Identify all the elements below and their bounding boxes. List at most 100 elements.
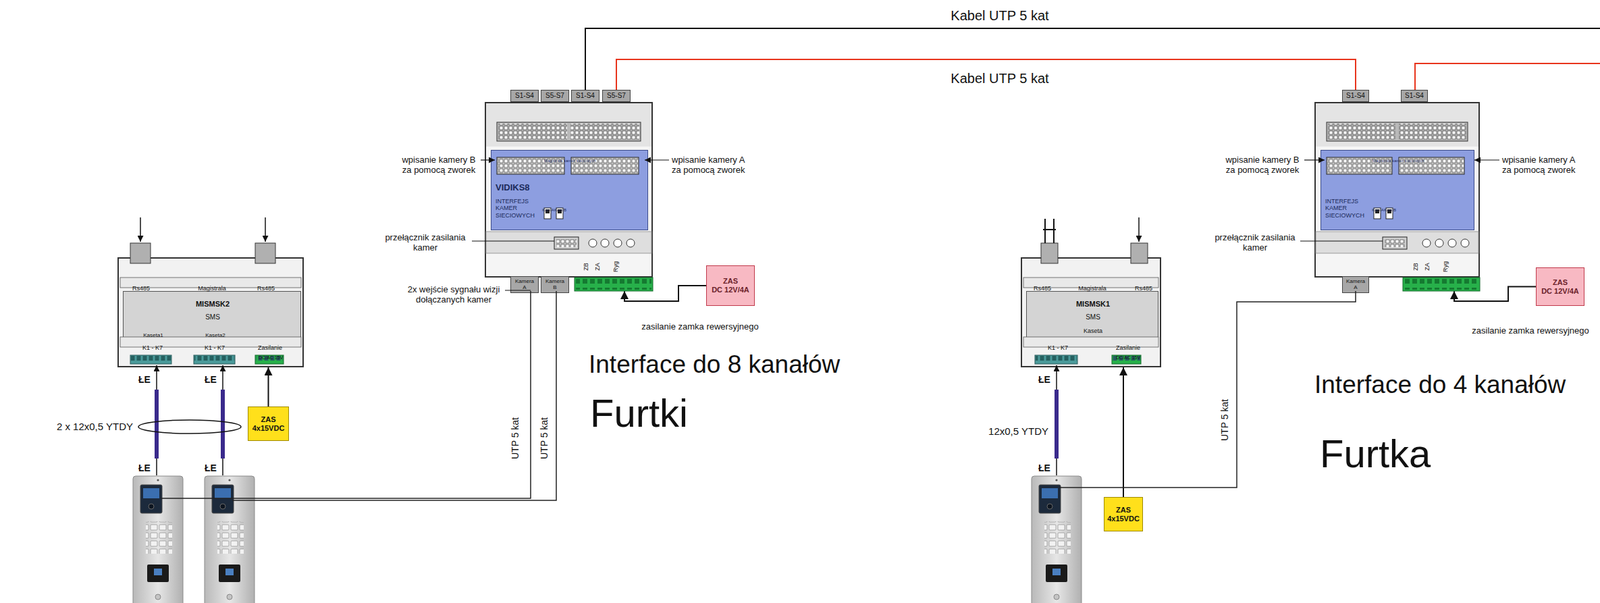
dip-switch (1385, 207, 1393, 219)
sms-module: Rs485MagistralaRs485K1 - K7K1 - K7Zasila… (117, 257, 304, 368)
leader-line (471, 240, 555, 242)
bus-socket (130, 243, 151, 264)
module-band (486, 231, 652, 254)
video-cable (160, 290, 531, 499)
node-text: S1-S4 (515, 91, 535, 100)
port-tab: S5-S7 (602, 89, 631, 102)
annotation-label: Furtki (590, 390, 688, 437)
terminal-screws (255, 355, 283, 364)
terminator-plug (1043, 218, 1056, 244)
module-label-plate: MISMSK2SMS Kaseta1 Kaseta2 (122, 290, 302, 339)
annotation-label: 2 x 12x0,5 YTDY (56, 420, 133, 433)
input-arrow (139, 217, 142, 242)
terminal-block (193, 355, 235, 364)
annotation-label: ŁE (204, 462, 217, 474)
node-text: Kaseta (1083, 327, 1103, 335)
pin-row (571, 157, 638, 174)
node-text: Zasilanie (257, 344, 283, 352)
power-switch (1382, 236, 1407, 250)
port-tab: S1-S4 (1342, 89, 1370, 102)
annotation-label: Kabel UTP 5 kat (950, 8, 1049, 24)
leader-line (1300, 240, 1383, 242)
annotation-label: wpisanie kamery B za pomocą zworek (399, 155, 479, 176)
node-text: MISMSK2 (195, 299, 230, 309)
dip-lever (557, 209, 562, 214)
node-text: S5-S7 (545, 91, 565, 100)
cable-end (1055, 458, 1058, 476)
node-text: DC/AC 15V (258, 355, 283, 361)
bus-connector (1326, 122, 1468, 142)
annotation-label: 12x0,5 YTDY (988, 425, 1049, 437)
annotation-label: przełącznik zasilania kamer (1211, 232, 1299, 254)
node-text: SMS (1085, 313, 1101, 322)
cable-end-arrow (1055, 365, 1058, 390)
pin-row (556, 238, 577, 248)
interface-details (486, 103, 653, 291)
connector (616, 59, 1356, 90)
bus-connector (496, 122, 641, 142)
annotation-label: wpisanie kamery A za pomocą zworek (671, 155, 751, 176)
edge-label: Kabel UTP 5 kat (948, 70, 1051, 87)
terminal-screws (1404, 278, 1479, 290)
terminal-block (130, 355, 172, 364)
node-text: MISMSK1 (1076, 299, 1110, 309)
sms-module-details (120, 277, 302, 364)
node-text: Magistrala (1078, 284, 1107, 292)
cable-end (222, 458, 224, 476)
led (1422, 238, 1431, 248)
dip-switch (1373, 207, 1381, 219)
node-text: K1 - K7 (1047, 344, 1069, 352)
power-switch (554, 236, 579, 250)
terminal-screws (1035, 355, 1077, 364)
cable-end (155, 458, 158, 476)
bus-socket (255, 243, 276, 264)
node-text: SMS (205, 313, 221, 322)
jumper-block (1326, 157, 1393, 175)
annotation-label: Furtka (1319, 431, 1431, 477)
led (613, 238, 622, 248)
node-text: Ryg (1442, 261, 1449, 273)
leader-arrow (644, 159, 670, 160)
annotation-label: zasilanie zamka rewersyjnego (1471, 326, 1589, 337)
connector (1122, 367, 1125, 497)
jumper-block (496, 157, 565, 175)
node-text: ZAS (723, 276, 738, 286)
node-text: ZB (582, 262, 590, 271)
jumper-block (571, 157, 639, 175)
annotation-label: zasilanie zamka rewersyjnego (641, 322, 759, 333)
interface-details (1315, 103, 1480, 291)
node-text: K1 - K7 (204, 344, 225, 352)
camera-input-tab: Kamera A (510, 276, 539, 293)
led (1435, 238, 1444, 248)
led (1460, 238, 1470, 248)
node-text: Kam A (542, 207, 555, 213)
power-supply-box: ZASDC 12V/4A (1535, 267, 1585, 306)
video-cable (1059, 290, 1356, 488)
annotation-label: Interface do 4 kanałów (1314, 370, 1566, 400)
annotation-label: przełącznik zasilania kamer (381, 232, 470, 254)
label-strip (1023, 336, 1159, 348)
node-text: Rs485 (257, 284, 275, 292)
label-strip (1023, 277, 1159, 288)
ytdy-cable (1054, 389, 1059, 459)
leader-arrow (1304, 159, 1325, 160)
power-supply-box: ZAS4x15VDC (1103, 496, 1143, 532)
annotation-label: wpisanie kamery A za pomocą zworek (1502, 155, 1582, 176)
node-text: S5-S7 (606, 91, 626, 100)
terminal-block (255, 355, 284, 364)
node-text: 4x15VDC (252, 423, 285, 433)
node-text: Kaseta2 (205, 332, 226, 339)
dip-lever (1387, 209, 1392, 214)
annotation-label: UTP 5 kat (1219, 398, 1231, 441)
annotation-label: UTP 5 kat (538, 417, 550, 460)
leader-line (504, 289, 531, 291)
node-text: S1-S4 (1404, 91, 1424, 100)
annotation-label: UTP 5 kat (509, 417, 521, 460)
label-strip (120, 277, 302, 288)
node-text: Magistrala kamer sieciowych (1372, 158, 1425, 164)
cable-end-arrow (222, 365, 224, 390)
cable-end-arrow (155, 365, 158, 390)
node-text: ZA (1423, 262, 1431, 271)
node-text: Kaseta1 (143, 332, 164, 339)
pin-row (1384, 238, 1405, 248)
